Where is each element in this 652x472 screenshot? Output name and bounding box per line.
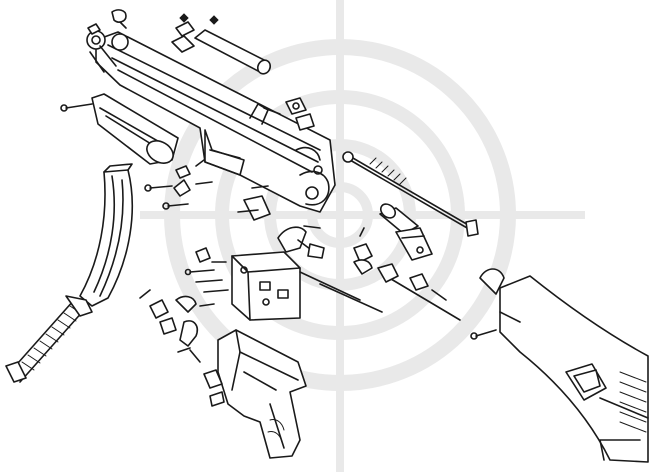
front-sight: [86, 30, 129, 73]
small-pins-left: [144, 159, 213, 210]
charging-tube: [171, 21, 272, 75]
handguard: [60, 93, 179, 165]
firing-pin-parts: [299, 227, 461, 321]
pistol-grip-frame: [203, 329, 307, 459]
ejector-lever: [237, 185, 271, 221]
sight-parts: [87, 9, 219, 35]
trigger-housing: [231, 251, 301, 321]
magazine-spring: [5, 295, 93, 383]
rear-sight-drum: [263, 97, 315, 131]
housing-pins: [184, 247, 229, 293]
buttstock: [499, 275, 649, 463]
magazine: [79, 163, 133, 307]
target-watermark: [140, 0, 585, 472]
bolt-carrier: [379, 203, 433, 261]
upper-receiver: [95, 31, 336, 213]
hammer-assembly: [277, 225, 325, 259]
recoil-spring: [342, 151, 479, 237]
stock-pin: [470, 268, 505, 340]
selector-parts: [139, 289, 215, 363]
